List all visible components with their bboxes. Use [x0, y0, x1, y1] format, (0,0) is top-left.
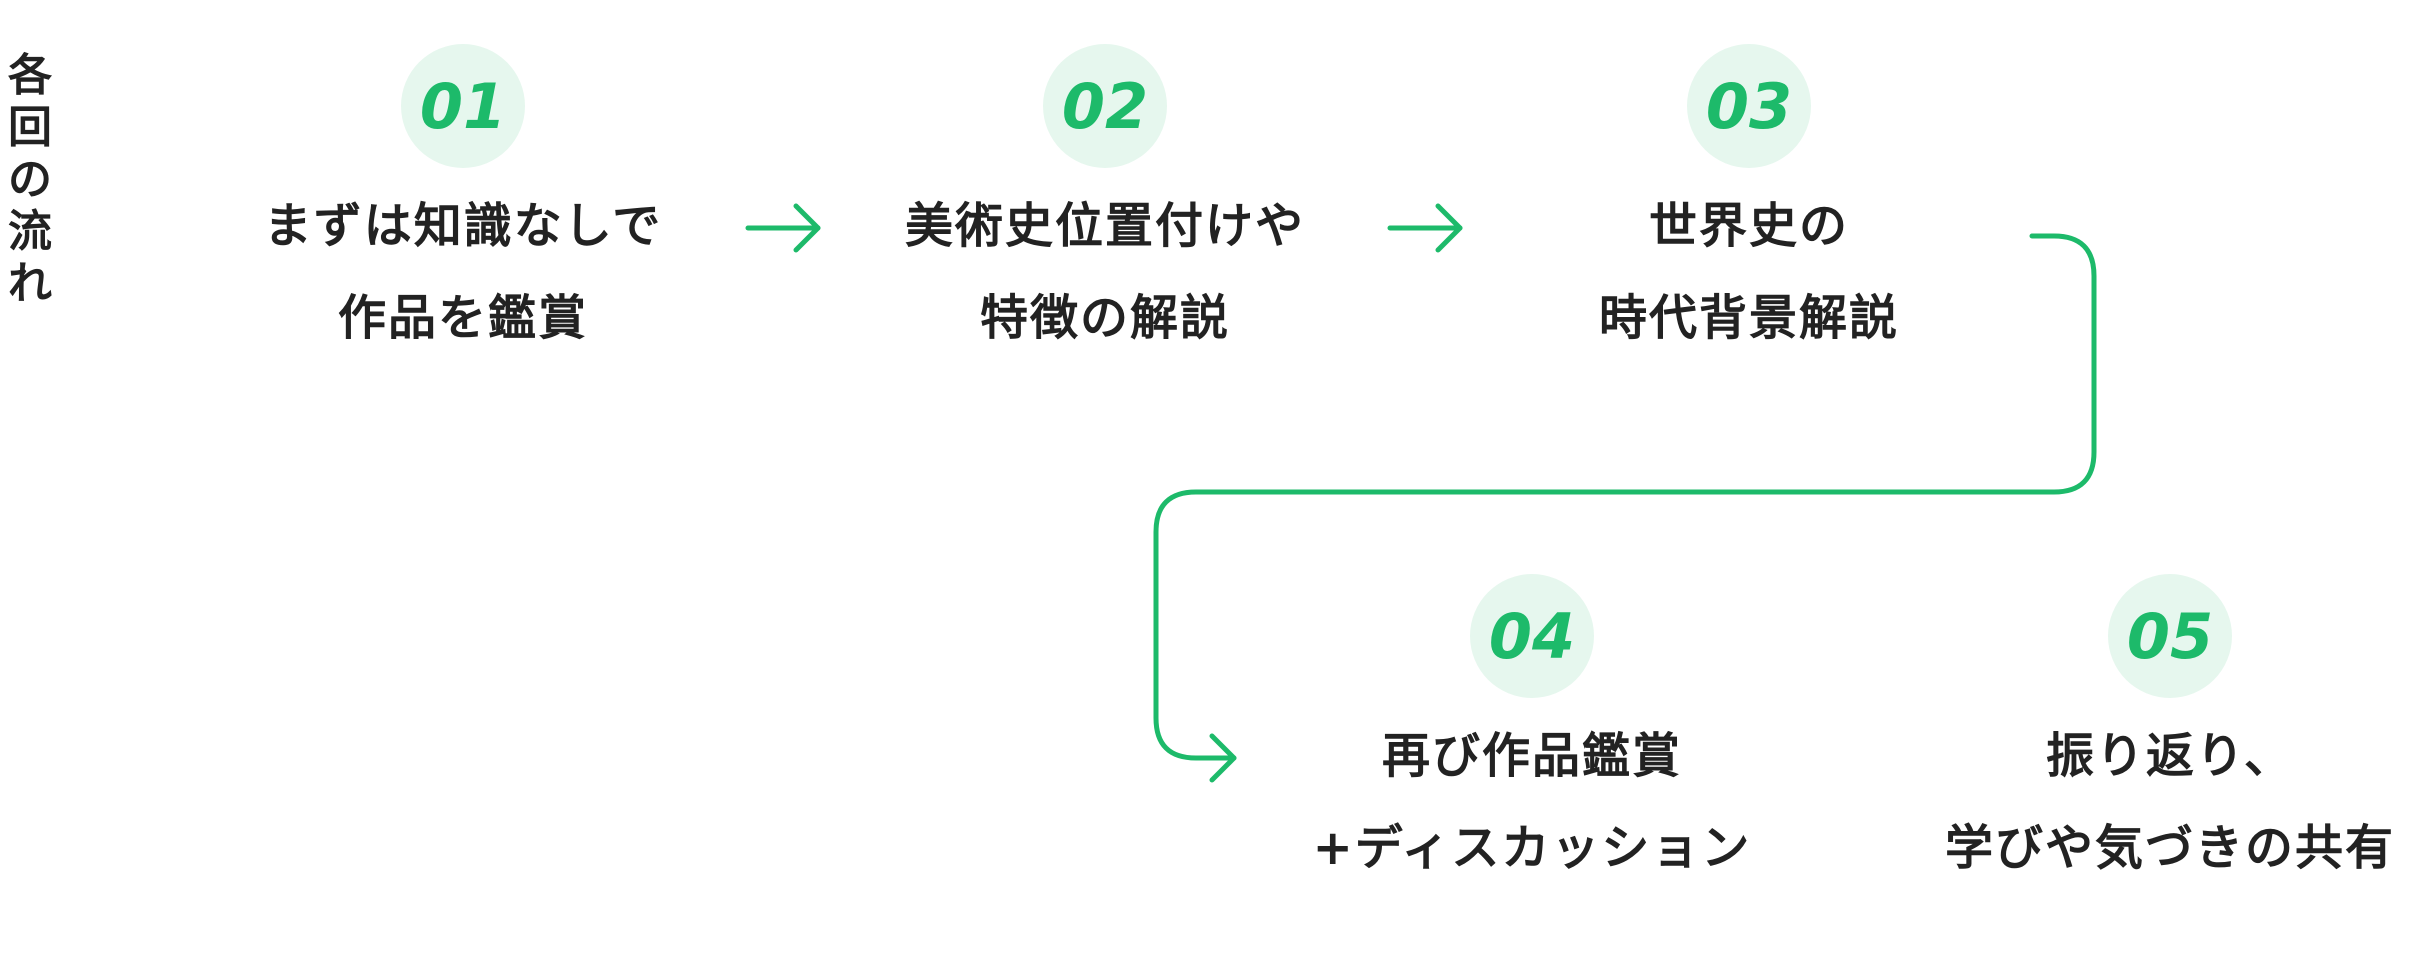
title-char: れ	[8, 258, 52, 309]
step-label-line2: 特徴の解説	[979, 290, 1230, 346]
step-label-line1: 世界史の	[1648, 198, 1849, 254]
arrow-right-icon	[1387, 203, 1463, 253]
step-number-badge: 05	[2108, 574, 2232, 698]
title-char: の	[8, 154, 52, 205]
step-number-badge: 04	[1470, 574, 1594, 698]
step-label-line2: 時代背景解説	[1598, 290, 1899, 346]
title-char: 各	[8, 50, 52, 101]
step-label-line2: 作品を鑑賞	[337, 290, 588, 346]
step-number-badge: 02	[1043, 44, 1167, 168]
step-label-line2: +ディスカッション	[1312, 820, 1752, 876]
title-char: 流	[8, 206, 52, 257]
step-number-badge: 03	[1687, 44, 1811, 168]
step-label-line2: 学びや気づきの共有	[1944, 820, 2395, 876]
step-04: 04 再び作品鑑賞 +ディスカッション	[1272, 574, 1792, 878]
step-number-badge: 01	[401, 44, 525, 168]
step-label-line1: 振り返り、	[2045, 728, 2295, 784]
step-label-line1: まずは知識なしで	[263, 198, 663, 254]
step-label-line1: 再び作品鑑賞	[1381, 728, 1682, 784]
step-05: 05 振り返り、 学びや気づきの共有	[1910, 574, 2422, 878]
arrow-right-icon	[745, 203, 821, 253]
step-label-line1: 美術史位置付けや	[904, 198, 1305, 254]
title-char: 回	[8, 102, 52, 153]
step-03: 03 世界史の 時代背景解説	[1489, 44, 2009, 348]
step-01: 01 まずは知識なしで 作品を鑑賞	[203, 44, 723, 348]
step-02: 02 美術史位置付けや 特徴の解説	[845, 44, 1365, 348]
arrow-connector-icon	[1153, 233, 2097, 783]
flow-title: 各 回 の 流 れ	[0, 50, 60, 310]
